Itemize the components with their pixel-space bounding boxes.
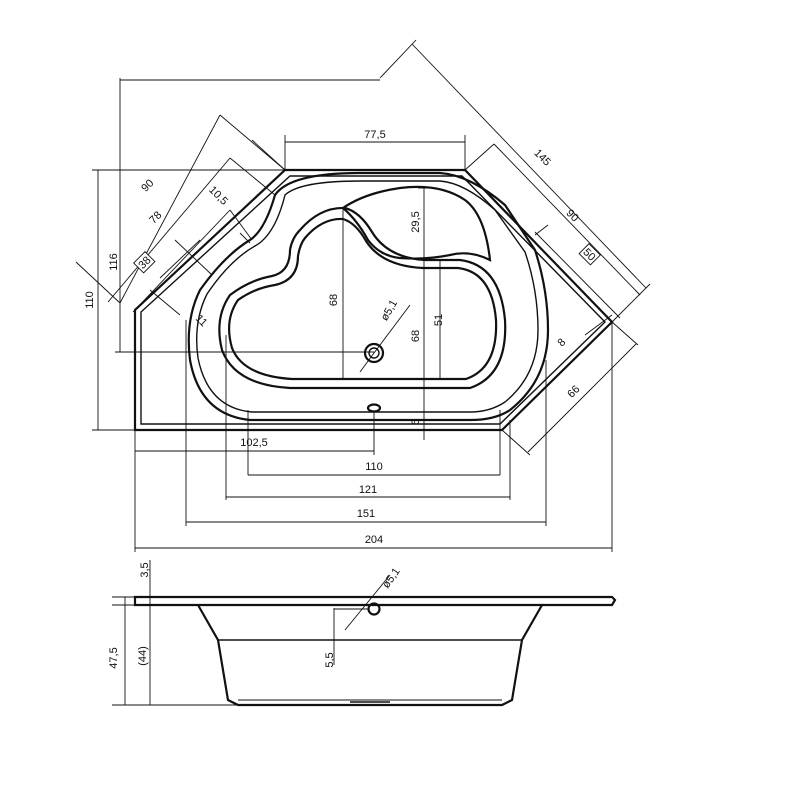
plan-basin-inner-2	[227, 217, 498, 381]
drain-outer	[363, 342, 385, 364]
dim-diag-overall: 145	[531, 147, 552, 168]
dim-bottom-151: 151	[357, 508, 375, 520]
dim-bottom-half: 102,5	[240, 437, 268, 449]
dim-height-mid: 110	[84, 291, 96, 309]
dim-basin-depth-left: 68	[328, 294, 340, 306]
dim-bottom-110: 110	[365, 461, 383, 473]
section-dimension-labels: 3,5 47,5 (44) 5,5 ø5,1	[108, 562, 403, 668]
plan-outer-rim	[133, 168, 614, 432]
dim-overflow-offset: 6	[410, 419, 422, 425]
section-drain	[367, 602, 381, 616]
plan-basin-outer-2	[196, 180, 539, 413]
dim-diag-left-rim: 10,5	[206, 184, 230, 208]
overflow-hole	[366, 403, 382, 413]
section-body	[197, 604, 543, 707]
plan-rim-step	[140, 175, 606, 425]
dim-inner-height: (44)	[137, 646, 149, 666]
dim-section-drain-diameter: ø5,1	[380, 566, 402, 591]
dim-seat-depth: 29,5	[410, 211, 422, 232]
dim-top-width: 77,5	[364, 129, 385, 141]
drain-inner	[368, 347, 380, 359]
dim-total-height: 47,5	[108, 647, 120, 668]
dim-drain-height: 5,5	[324, 652, 336, 667]
dim-rim-thickness: 3,5	[139, 562, 151, 577]
dim-diag-right-rim: 8	[555, 336, 568, 349]
plan-basin-inner-1	[218, 206, 507, 390]
dim-basin-width-right: 51	[433, 314, 445, 326]
section-view	[112, 560, 617, 707]
plan-view	[133, 168, 614, 432]
dim-basin-depth-right: 68	[410, 330, 422, 342]
dim-diag-left-outer: 90	[139, 177, 156, 194]
section-rim	[133, 595, 617, 607]
dim-diag-right-inner: 90	[564, 207, 581, 224]
dim-diag-right-short: 66	[565, 383, 582, 400]
plan-basin-outer	[187, 171, 550, 422]
dim-drain-diameter: ø5,1	[379, 298, 400, 323]
dim-boxed-left: 38	[136, 254, 153, 271]
plan-seat-contour	[341, 185, 492, 262]
dim-bottom-overall: 204	[365, 534, 383, 546]
plan-dimension-lines	[75, 39, 651, 552]
plan-dimension-labels: 77,5 145 90 66 8 90 78 10,5 11 38 50 116…	[84, 129, 601, 546]
dim-height-outer: 116	[108, 253, 120, 271]
dim-diag-left-step: 11	[193, 313, 210, 330]
dim-bottom-121: 121	[359, 484, 377, 496]
